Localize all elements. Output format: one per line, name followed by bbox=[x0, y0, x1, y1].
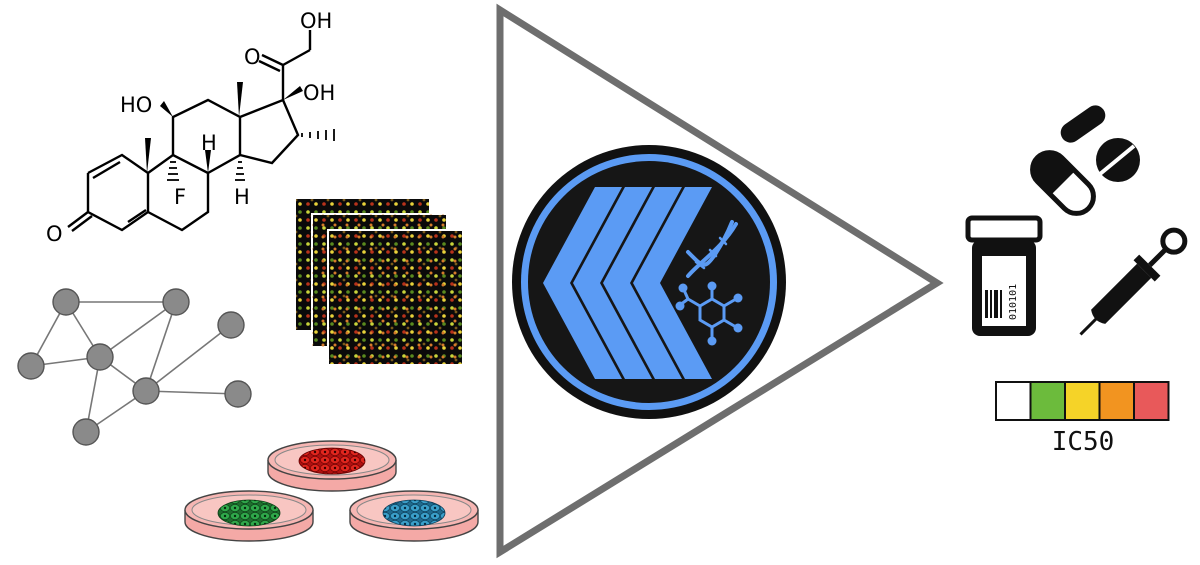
microarray-stack bbox=[294, 197, 464, 366]
dna-icon bbox=[686, 220, 738, 278]
network-node bbox=[217, 311, 245, 339]
ic50-scale-cell bbox=[1098, 381, 1135, 421]
ic50-scale-cell bbox=[1133, 381, 1170, 421]
network-node bbox=[132, 377, 160, 405]
network-node bbox=[224, 380, 252, 408]
network-node bbox=[17, 352, 45, 380]
petri-dish-red bbox=[267, 440, 397, 492]
pipeline-triangle bbox=[496, 3, 944, 559]
tablet-icon bbox=[1096, 138, 1140, 182]
cell-colony bbox=[217, 499, 281, 527]
syringe-icon bbox=[1079, 227, 1188, 336]
ic50-scale-cell bbox=[1029, 381, 1066, 421]
steroid-molecule-structure: OH OH HO O O F H H bbox=[46, 9, 335, 246]
ic50-label: IC50 bbox=[1052, 427, 1115, 457]
petri-dish-blue bbox=[349, 490, 479, 542]
molecule-icon bbox=[675, 281, 743, 346]
petri-dish-green bbox=[184, 490, 314, 542]
barcode-text: 010101 bbox=[1008, 284, 1019, 320]
hydroxyl-right-label: OH bbox=[303, 81, 335, 105]
hydroxyl-left-label: HO bbox=[120, 93, 152, 117]
cell-colony bbox=[382, 499, 446, 527]
ketone-oxygen-label: O bbox=[244, 45, 261, 69]
network-node bbox=[52, 288, 80, 316]
network-graph bbox=[17, 288, 252, 446]
chevron-arrows-icon bbox=[543, 187, 712, 379]
cell-colony bbox=[298, 447, 366, 475]
ic50-scale-cell bbox=[995, 381, 1032, 421]
ic50-color-scale bbox=[995, 381, 1170, 421]
network-node bbox=[162, 288, 190, 316]
hydroxyl-top-label: OH bbox=[300, 9, 332, 33]
medicine-bottle-icon: 010101 bbox=[965, 215, 1043, 336]
ring-oxygen-label: O bbox=[46, 222, 63, 246]
capsule-icon bbox=[1030, 150, 1096, 216]
hydrogen-label-1: H bbox=[201, 131, 217, 155]
network-node bbox=[86, 343, 114, 371]
ic50-scale-cell bbox=[1064, 381, 1101, 421]
hydrogen-label-2: H bbox=[234, 185, 250, 209]
fluorine-label: F bbox=[174, 185, 186, 209]
pill-icon bbox=[1060, 105, 1106, 143]
network-node bbox=[72, 418, 100, 446]
center-logo bbox=[512, 145, 786, 419]
